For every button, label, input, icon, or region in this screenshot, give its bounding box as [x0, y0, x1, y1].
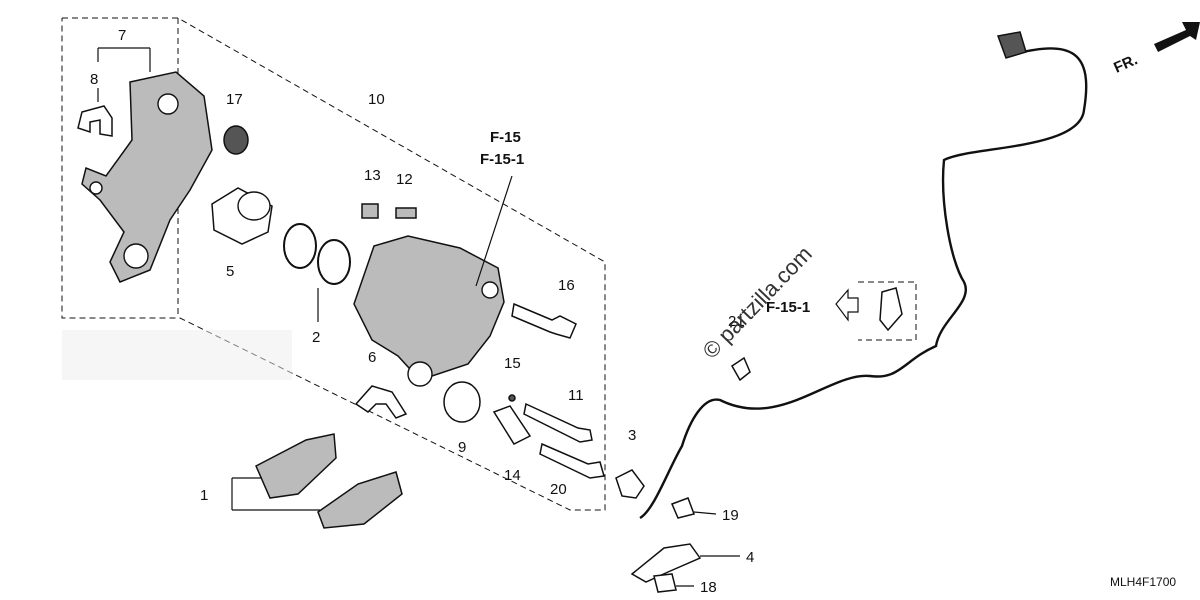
caliper-body-part-10: [353, 235, 505, 381]
callout-7: 7: [118, 27, 126, 44]
callout-17: 17: [226, 91, 243, 108]
front-indicator: FR.: [1111, 51, 1140, 76]
bleeder-cap-13: [361, 203, 379, 219]
boot-part-9: [443, 381, 481, 423]
diagram-code: MLH4F1700: [1110, 575, 1176, 589]
clip-detail: [879, 287, 903, 332]
callout-14: 14: [504, 467, 521, 484]
bracket-hole-left: [89, 181, 103, 195]
bracket-hole-lower: [123, 243, 149, 269]
callout-13: 13: [364, 167, 381, 184]
pad-spring-part-6: [354, 385, 408, 419]
pad-part-1b: [317, 471, 403, 529]
bolt-part-16: [511, 302, 577, 339]
sleeve-part-14: [492, 405, 532, 445]
side-reference-frame: [858, 281, 917, 341]
pin-part-11: [523, 402, 593, 443]
sensor-wire: [639, 47, 1088, 520]
piston-face-5: [237, 191, 271, 221]
bolt-part-20: [539, 442, 605, 479]
reference-main-1: F-15: [490, 129, 521, 146]
clip-part-21: [731, 356, 751, 382]
callout-15: 15: [504, 355, 521, 372]
callout-18: 18: [700, 579, 717, 596]
bolt-part-19: [671, 497, 695, 519]
callout-4: 4: [746, 549, 754, 566]
callout-3: 3: [628, 427, 636, 444]
callout-8: 8: [90, 71, 98, 88]
bleeder-screw-12: [395, 207, 417, 219]
reference-side: F-15-1: [766, 299, 810, 316]
ring-part-15: [508, 394, 516, 402]
callout-21: 21: [728, 313, 745, 330]
callout-19: 19: [722, 507, 739, 524]
callout-6: 6: [368, 349, 376, 366]
callout-10: 10: [368, 91, 385, 108]
seal-part-2b: [317, 239, 351, 285]
bracket-part-7: [81, 71, 213, 283]
bracket-assembly-frame: [61, 17, 606, 511]
callout-12: 12: [396, 171, 413, 188]
seal-part-2a: [283, 223, 317, 269]
sensor-tip-3: [615, 469, 645, 499]
callout-11: 11: [568, 387, 584, 404]
bolt-part-18: [653, 573, 677, 593]
leader-19: [693, 511, 717, 515]
bracket-hole-upper: [157, 93, 179, 115]
clip-part-8: [77, 105, 113, 137]
pad-part-1a: [255, 433, 337, 499]
callout-5: 5: [226, 263, 234, 280]
front-arrow-icon: [1154, 22, 1200, 52]
direction-arrow: [835, 288, 859, 322]
caliper-port: [481, 281, 499, 299]
callout-1: 1: [200, 487, 208, 504]
reference-main-2: F-15-1: [480, 151, 524, 168]
callout-9: 9: [458, 439, 466, 456]
callout-16: 16: [558, 277, 575, 294]
sensor-connector: [996, 31, 1027, 59]
callout-2: 2: [312, 329, 320, 346]
leader-ref: [475, 175, 513, 287]
bracket-part-4: [630, 543, 702, 583]
boot-part-17: [223, 125, 249, 155]
callout-20: 20: [550, 481, 567, 498]
caliper-mount: [407, 361, 433, 387]
background-texture: [62, 330, 292, 380]
